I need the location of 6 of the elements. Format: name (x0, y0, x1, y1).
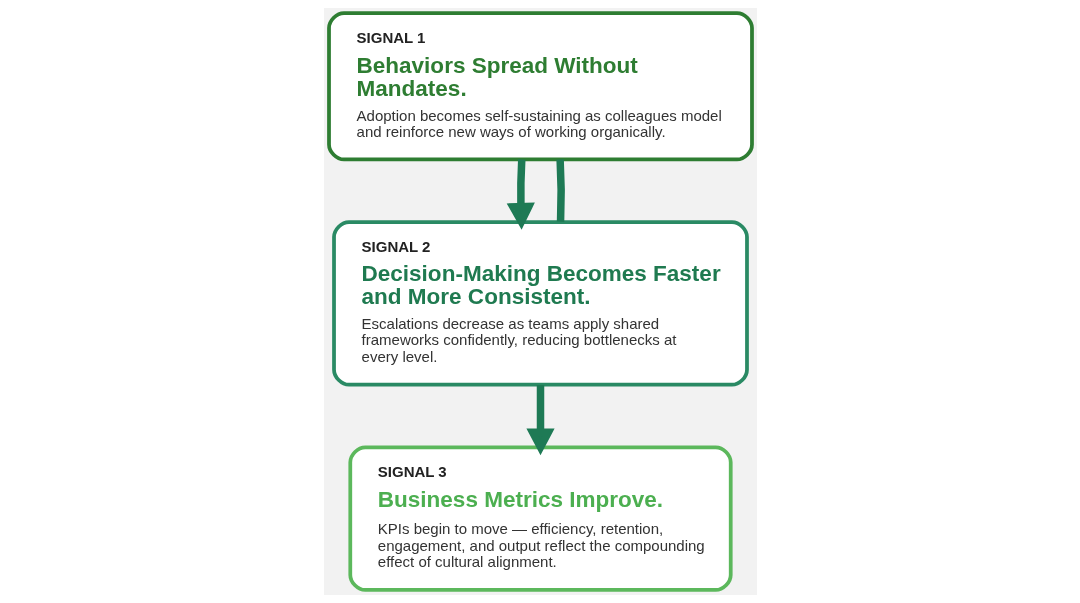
node-box: SIGNAL 1 Behaviors Spread Without Mandates. Adoption becomes self-sustaining as colleagues model and reinforce new ways of working organically. (326, 11, 754, 162)
connector (555, 159, 565, 222)
arrow (506, 159, 535, 230)
node-box: SIGNAL 2 Decision-Making Becomes Faster and More Consistent. Escalations decrease as teams apply shared frameworks confidently, reducing bottlenecks at every level. (331, 220, 749, 387)
arrow (525, 385, 555, 456)
node-box: SIGNAL 3 Business Metrics Improve. KPIs begin to move — efficiency, retention, engagement, and output reflect the compounding effect of cultural alignment. (347, 445, 733, 592)
